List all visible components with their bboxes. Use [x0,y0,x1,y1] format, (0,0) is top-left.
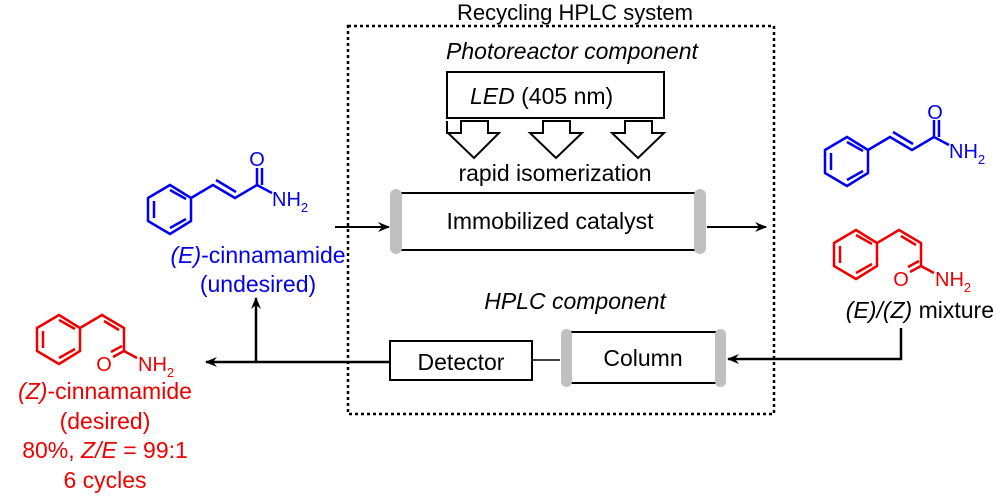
detector-box: Detector [389,340,533,381]
column-label: Column [603,345,682,371]
led-box: LED (405 nm) [446,71,665,119]
e-cinnamamide-structure [146,168,273,236]
e-label: (E)-cinnamamide [170,242,345,268]
z-status: (desired) [60,408,151,434]
e-status: (undesired) [200,271,316,297]
catalyst-tube: Immobilized catalyst [390,189,706,254]
hplc-heading: HPLC component [484,288,667,314]
catalyst-label: Immobilized catalyst [446,208,654,234]
mixture-e-oxygen: O [927,102,943,124]
light-arrows [445,120,667,160]
system-boundary [346,24,776,416]
light-arrow-icon [527,120,585,160]
mixture-z-structure [832,228,935,281]
mixture-e-amide-group: NH2 [949,141,985,167]
mixture-e-structure [823,120,950,188]
light-arrow-icon [609,120,667,160]
isomerization-label: rapid isomerization [458,160,651,186]
detector-label: Detector [418,349,505,375]
mixture-z-amide-group: NH2 [935,269,971,295]
column-tube: Column [561,329,726,387]
system-title: Recycling HPLC system [457,0,693,25]
z-yield-ratio: 80%, Z/E = 99:1 [22,437,188,463]
light-arrow-icon [445,120,502,160]
mixture-z-oxygen: O [893,269,909,291]
led-label: LED (405 nm) [470,83,613,109]
z-cinnamamide-structure [35,313,138,366]
photoreactor-heading: Photoreactor component [446,38,699,64]
z-label: (Z)-cinnamamide [18,378,192,404]
mixture-return-arrow [727,328,903,364]
z-cycles: 6 cycles [63,467,146,493]
e-oxygen: O [249,149,265,171]
light-arrow-icon [446,121,449,134]
z-oxygen: O [96,354,112,376]
z-amide-group: NH2 [138,354,174,380]
e-amide-group: NH2 [272,189,308,215]
mixture-label: (E)/(Z) mixture [846,297,994,323]
